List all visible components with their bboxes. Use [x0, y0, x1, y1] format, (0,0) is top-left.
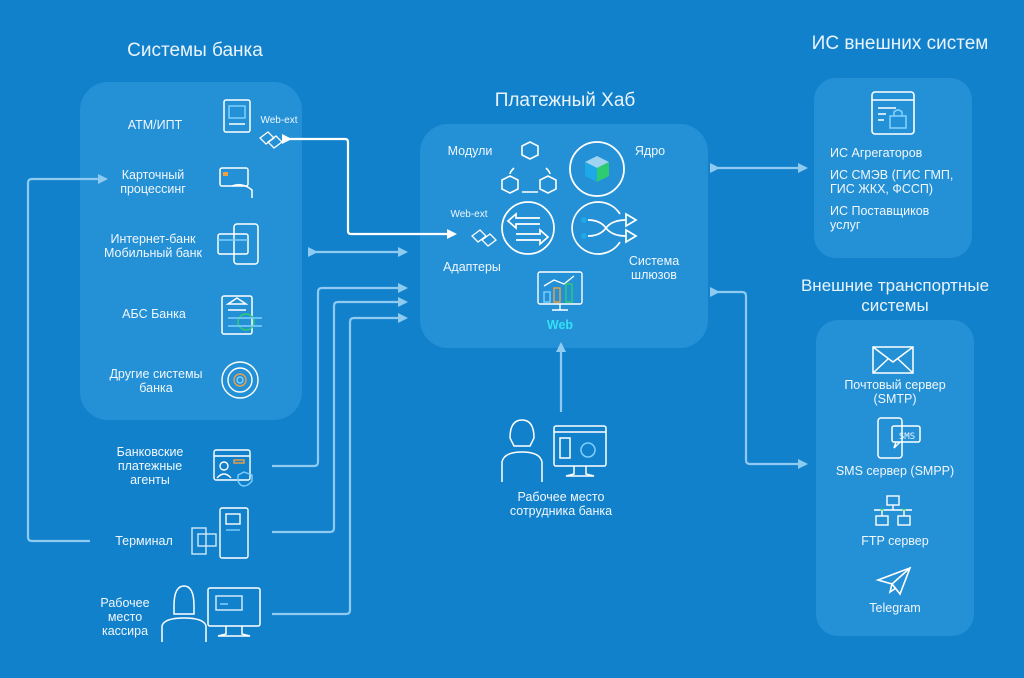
hub-gateways-label: Система шлюзов: [628, 254, 680, 282]
payment-terminal-icon: [191, 507, 249, 559]
bank-systems-panel: [80, 82, 302, 420]
arrow-webext-link: [282, 134, 457, 239]
arrow-terminal: [272, 297, 408, 534]
bank-systems-title: Системы банка: [127, 40, 263, 61]
transport-item-telegram: Telegram: [869, 601, 921, 615]
channel-terminal: Терминал: [115, 534, 173, 548]
agent-profile-icon: [213, 449, 253, 487]
hub-core-label: Ядро: [634, 144, 666, 158]
external-is-title: ИС внешних систем: [811, 33, 989, 54]
network-icon: [874, 495, 912, 526]
web-dashboard-icon: [537, 271, 583, 311]
bank-item-other: Другие системы банка: [109, 367, 203, 395]
modules-cubes-icon: [501, 141, 557, 194]
bank-item-online-banking: Интернет-банк Мобильный банк: [104, 232, 202, 260]
arrow-terminal-card: [26, 174, 108, 543]
is-item-aggregators: ИС Агрегаторов: [830, 146, 923, 160]
gear-circle-icon: [221, 361, 259, 399]
hub-webext-label: Web-ext: [450, 209, 488, 220]
atm-icon: [223, 99, 251, 133]
channel-cashier: Рабочее место кассира: [100, 596, 150, 638]
webext-cubes-icon: [259, 131, 283, 149]
adapter-cubes-icon: [471, 229, 497, 247]
is-document-lock-icon: [871, 91, 915, 135]
adapters-exchange-icon: [501, 201, 555, 255]
transport-item-ftp: FTP сервер: [861, 534, 929, 548]
bank-item-card-processing: Карточный процессинг: [120, 168, 186, 196]
envelope-icon: [872, 346, 914, 374]
cashier-workstation-icon: [161, 585, 261, 642]
card-in-hand-icon: [219, 167, 253, 198]
hub-adapters-label: Адаптеры: [443, 260, 501, 274]
sms-badge: SMS: [898, 432, 916, 442]
transport-item-smtp: Почтовый сервер (SMTP): [844, 378, 946, 406]
transport-title: Внешние транспортные системы: [800, 276, 990, 315]
hub-modules-label: Модули: [447, 144, 493, 158]
transport-item-smpp: SMS сервер (SMPP): [835, 464, 955, 478]
bank-item-abs: АБС Банка: [122, 307, 186, 321]
online-banking-icon: [217, 223, 259, 265]
webext-badge-atm: Web-ext: [260, 115, 298, 126]
employee-label: Рабочее место сотрудника банка: [509, 490, 613, 518]
core-cube-icon: [569, 141, 625, 197]
hub-web-label: Web: [546, 318, 574, 332]
employee-workstation-icon: [501, 419, 607, 482]
bank-item-atm: АТМ/ИПТ: [127, 118, 183, 132]
arrow-agents: [272, 283, 408, 468]
is-item-providers: ИС Поставщиков услуг: [830, 204, 930, 232]
bank-document-icon: [221, 295, 262, 335]
arrow-cashier: [272, 313, 408, 616]
arrow-hub-transport: [710, 287, 808, 469]
is-item-smev: ИС СМЭВ (ГИС ГМП, ГИС ЖКХ, ФССП): [830, 168, 954, 196]
telegram-icon: [875, 566, 912, 596]
channel-payment-agents: Банковские платежные агенты: [116, 445, 184, 487]
hub-title: Платежный Хаб: [494, 90, 636, 111]
sms-phone-icon: [877, 417, 921, 459]
gateways-switch-icon: [571, 201, 638, 255]
